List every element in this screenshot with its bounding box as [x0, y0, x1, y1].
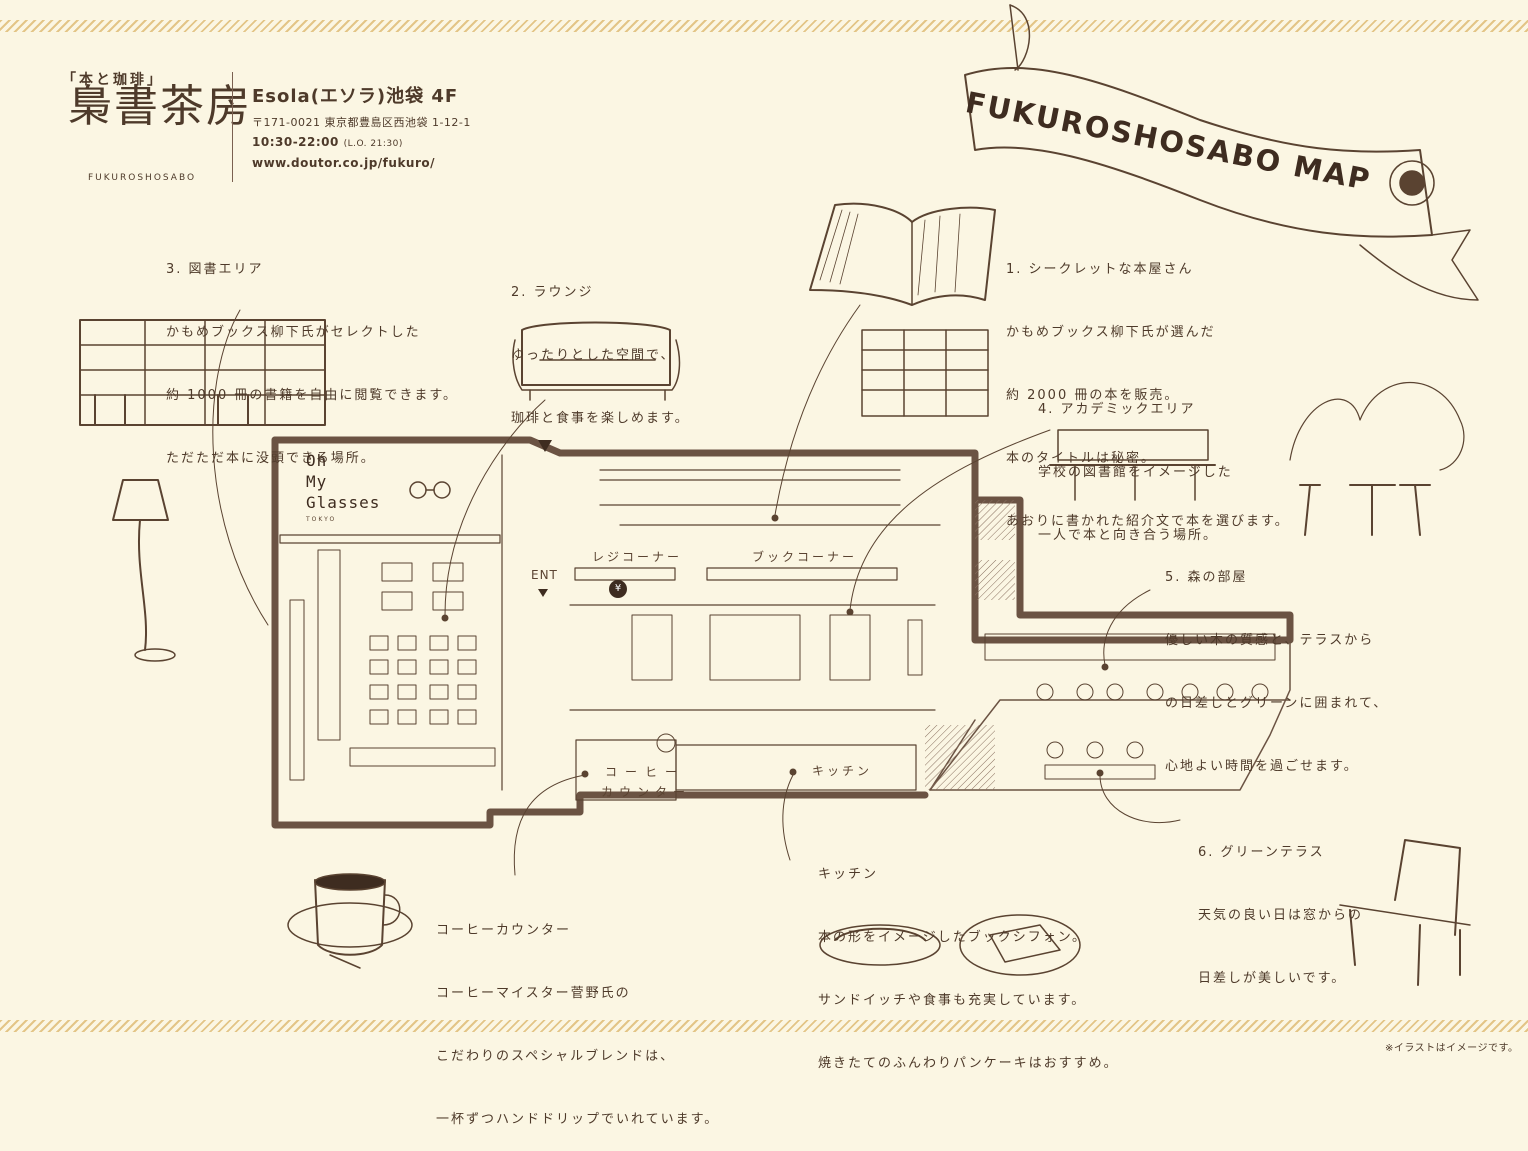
library-shelves-illustration [79, 319, 326, 426]
yen-register-icon: ¥ [609, 580, 627, 598]
area-line: 3. 図書エリア [166, 262, 264, 277]
entrance-marker-icon [538, 440, 552, 452]
adirondack-chair-illustration [1339, 839, 1471, 986]
tenant-city: TOKYO [306, 516, 337, 523]
floor-lamp-illustration [112, 479, 176, 662]
store-hours: 10:30-22:00 (L.O. 21:30) [252, 132, 403, 155]
brand-tagline: 「本と珈琲」 [62, 72, 164, 88]
area-line: キッチン [818, 867, 879, 882]
area-line: 心地よい時間を過ごせます。 [1165, 759, 1359, 774]
area-line: ただただ本に没頭できる場所。 [166, 451, 376, 466]
tenant-line: My [306, 472, 328, 491]
area-line: 4. アカデミックエリア [1038, 402, 1196, 417]
area-line: 2. ラウンジ [511, 285, 594, 300]
area-secret-bookstore: 1. シークレットな本屋さん かもめブックス柳下氏が選んだ 約 2000 冊の本… [1006, 217, 1290, 553]
last-order: (L.O. 21:30) [343, 139, 403, 149]
dishes-illustration [819, 914, 1081, 976]
tenant-sign: Oh My Glasses [306, 450, 380, 513]
area-line: 一杯ずつハンドドリップでいれています。 [436, 1112, 720, 1127]
coffee-cup-illustration [287, 873, 413, 969]
brand-name-en: FUKUROSHOSABO [88, 173, 197, 183]
terrace-outline [925, 500, 1291, 791]
leader-lines [212, 304, 1181, 876]
area-line: 学校の図書館をイメージした [1038, 465, 1233, 480]
area-line: 珈琲と食事を楽しめます。 [511, 411, 690, 426]
area-kitchen: キッチン 本の形をイメージしたブックシフォン。 サンドイッチや食事も充実していま… [818, 822, 1119, 1095]
area-coffee-counter: コーヒーカウンター コーヒーマイスター菅野氏の こだわりのスペシャルブレンドは、… [436, 878, 719, 1151]
sofa-illustration [512, 321, 681, 401]
kitchen-label: キッチン [812, 764, 873, 778]
map-illustration [79, 4, 1479, 986]
area-line: 1. シークレットな本屋さん [1006, 262, 1194, 277]
area-line: 本のタイトルは秘密。 [1006, 451, 1157, 466]
book-corner-label: ブックコーナー [752, 550, 858, 564]
opening-hours: 10:30-22:00 [252, 135, 339, 149]
academic-desk-illustration [1049, 429, 1216, 501]
coffee-counter-label: コーヒー [605, 765, 686, 779]
area-line: 約 1000 冊の書籍を自由に閲覧できます。 [166, 388, 459, 403]
area-line: 一人で本と向き合う場所。 [1038, 528, 1219, 543]
entrance-arrow-icon [538, 589, 548, 597]
area-line: の日差しとグリーンに囲まれて、 [1165, 696, 1389, 711]
area-line: サンドイッチや食事も充実しています。 [818, 993, 1087, 1008]
open-book-illustration [809, 202, 996, 306]
area-line: 焼きたてのふんわりパンケーキはおすすめ。 [818, 1056, 1119, 1071]
area-library: 3. 図書エリア かもめブックス柳下氏がセレクトした 約 1000 冊の書籍を自… [166, 217, 458, 490]
area-line: かもめブックス柳下氏が選んだ [1006, 325, 1216, 340]
area-line: 本の形をイメージしたブックシフォン。 [818, 930, 1087, 945]
area-green-terrace: 6. グリーンテラス 天気の良い日は窓からの 日差しが美しいです。 [1198, 800, 1363, 1010]
bookshelf-illustration [861, 329, 989, 417]
bottom-decorative-stripe [0, 1020, 1528, 1032]
coffee-counter-label-2: カウンター [601, 785, 692, 799]
brand-divider [232, 72, 233, 182]
entrance-label: ENT [531, 568, 558, 582]
area-line: 優しい木の質感と、テラスから [1165, 633, 1375, 648]
area-line: 天気の良い日は窓からの [1198, 908, 1364, 923]
banner-ribbon [964, 4, 1479, 301]
store-name: Esola(エソラ)池袋 4F [252, 86, 459, 107]
tenant-line: Oh [306, 451, 328, 470]
area-line: コーヒーカウンター [436, 923, 572, 938]
area-academic: 4. アカデミックエリア 学校の図書館をイメージした 一人で本と向き合う場所。 [1038, 357, 1233, 567]
area-line: 日差しが美しいです。 [1198, 971, 1347, 986]
register-corner-label: レジコーナー [592, 550, 683, 564]
area-line: あおりに書かれた紹介文で本を選びます。 [1006, 514, 1290, 529]
area-line: コーヒーマイスター菅野氏の [436, 986, 631, 1001]
area-forest-room: 5. 森の部屋 優しい木の質感と、テラスから の日差しとグリーンに囲まれて、 心… [1165, 525, 1388, 798]
area-line: かもめブックス柳下氏がセレクトした [166, 325, 421, 340]
area-line: ゆったりとした空間で、 [511, 348, 676, 363]
top-decorative-stripe [0, 20, 1528, 32]
area-line: 5. 森の部屋 [1165, 570, 1248, 585]
area-line: 約 2000 冊の本を販売。 [1006, 388, 1180, 403]
area-line: こだわりのスペシャルブレンドは、 [436, 1049, 676, 1064]
forest-room-illustration [1289, 382, 1465, 536]
area-lounge: 2. ラウンジ ゆったりとした空間で、 珈琲と食事を楽しめます。 [511, 240, 690, 450]
footnote: ※イラストはイメージです。 [1385, 1043, 1519, 1054]
tenant-line: Glasses [306, 493, 381, 512]
store-address: 〒171-0021 東京都豊島区西池袋 1-12-1 [252, 116, 471, 129]
glasses-icon [409, 481, 451, 499]
area-line: 6. グリーンテラス [1198, 845, 1325, 860]
interior-partitions [279, 454, 941, 801]
store-url[interactable]: www.doutor.co.jp/fukuro/ [252, 156, 436, 170]
